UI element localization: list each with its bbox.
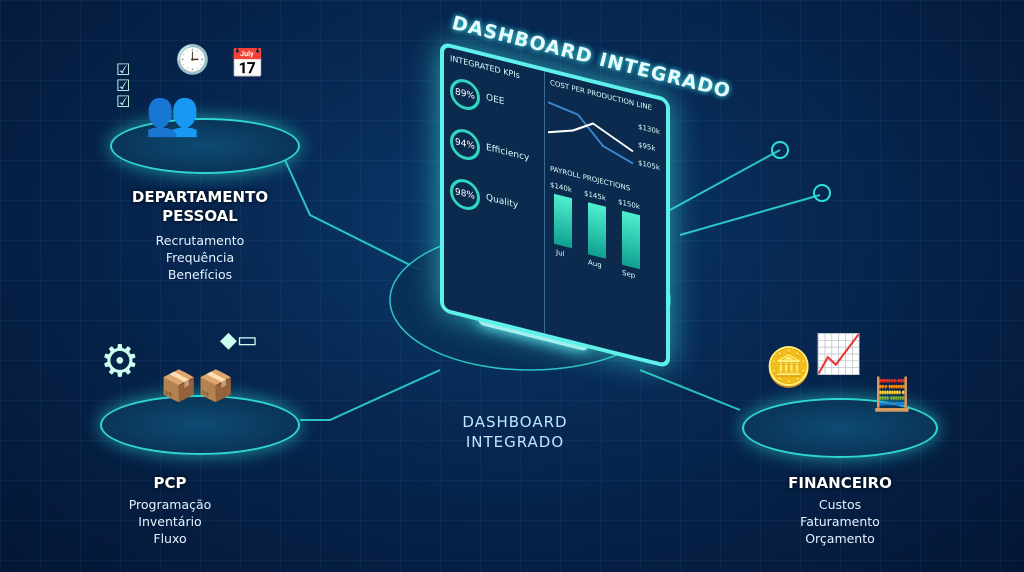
conveyor-boxes-icon: 📦📦 [160, 369, 235, 404]
kpi-ring: 89% [450, 75, 480, 114]
pcp-title: PCP [153, 474, 187, 492]
calculator-icon: 🧮 [872, 375, 912, 413]
pcp-platform [100, 395, 300, 455]
cost-value: $95k [638, 140, 656, 154]
growth-chart-icon: 📈 [815, 332, 863, 376]
gears-icon: ⚙ [100, 336, 140, 387]
bar-label: $145k [584, 189, 606, 203]
cost-value: $130k [638, 122, 660, 137]
cost-line-chart [548, 101, 634, 165]
kpi-ring: 94% [450, 125, 480, 164]
bar-label: $140k [550, 180, 572, 195]
fin-title: FINANCEIRO [788, 474, 892, 492]
flowchart-icon: ◆▭ [220, 328, 258, 353]
kpi-ring: 98% [450, 175, 480, 214]
cost-value: $105k [638, 158, 660, 173]
clock-icon: 🕒 [175, 43, 210, 76]
payroll-bar [622, 210, 640, 270]
payroll-bar [554, 193, 572, 249]
checklist-icon: ☑☑☑ [116, 60, 131, 111]
coins-icon: 🪙 [765, 345, 813, 389]
kpi-title: INTEGRATED KPIs [450, 53, 520, 81]
kpi-label: Quality [486, 192, 519, 211]
month-label: Jul [556, 248, 565, 259]
month-label: Sep [622, 268, 636, 280]
month-label: Aug [588, 258, 602, 270]
bar-label: $150k [618, 197, 640, 212]
kpi-label: OEE [486, 92, 505, 108]
calendar-icon: 📅 [230, 47, 265, 80]
fin-platform [742, 398, 938, 458]
people-icon: 👥 [145, 88, 200, 139]
kpi-label: Efficiency [486, 142, 530, 164]
dp-platform [110, 118, 300, 174]
dashboard-monitor: INTEGRATED KPIs 89% OEE 94% Efficiency 9… [440, 41, 670, 369]
payroll-bar [588, 202, 606, 259]
